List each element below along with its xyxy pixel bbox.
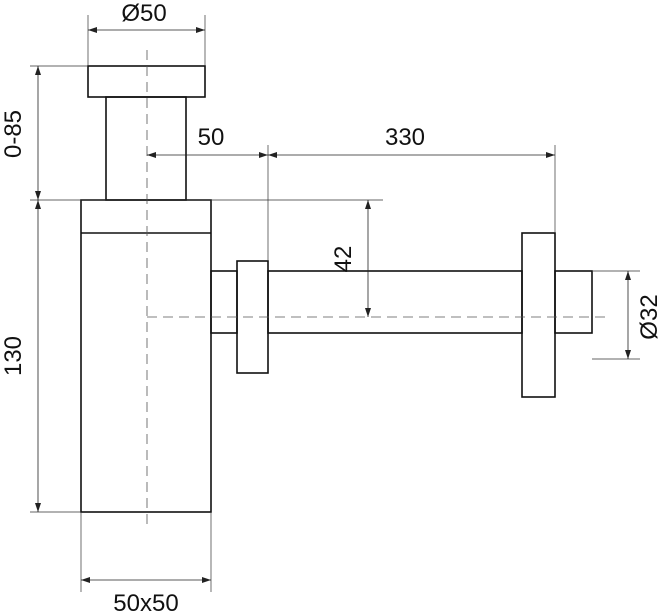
vertical-stem: [105, 96, 187, 201]
arrow-top-diameter-right: [196, 27, 205, 33]
arrow-height-adjust-bottom: [35, 191, 41, 200]
extension-lines: [30, 15, 640, 592]
center-lines: [146, 50, 605, 525]
label-offset: 50: [198, 124, 225, 151]
trap-parts: [80, 65, 593, 513]
arrow-outlet-height-bottom: [365, 308, 371, 317]
arrow-body-height-bottom: [35, 503, 41, 512]
label-outlet-diameter: Ø32: [636, 294, 663, 339]
label-height-adjust: 0-85: [0, 110, 27, 158]
top-cap: [87, 65, 206, 98]
arrow-outlet-height-top: [365, 200, 371, 209]
label-top-diameter: Ø50: [121, 0, 166, 27]
arrow-top-diameter-left: [88, 27, 97, 33]
wall-pipe-end: [554, 270, 593, 334]
arrow-offset-left: [147, 152, 156, 158]
arrow-body-section-right: [202, 577, 211, 583]
arrow-offset-right: [259, 152, 268, 158]
arrow-length-right: [546, 152, 555, 158]
label-length: 330: [385, 124, 425, 151]
wall-flange: [521, 232, 556, 398]
arrow-outlet-diameter-top: [625, 271, 631, 280]
dimension-lines: [35, 27, 631, 583]
horizontal-pipe: [267, 270, 523, 334]
body-outlet-stub: [210, 270, 238, 334]
trap-body: [80, 199, 212, 513]
label-body-section: 50x50: [113, 590, 178, 615]
arrow-height-adjust-top: [35, 66, 41, 75]
label-outlet-height: 42: [330, 246, 357, 273]
arrow-body-height-top: [35, 200, 41, 209]
arrow-length-left: [268, 152, 277, 158]
arrow-body-section-left: [81, 577, 90, 583]
arrow-outlet-diameter-bottom: [625, 350, 631, 359]
label-body-height: 130: [0, 336, 27, 376]
